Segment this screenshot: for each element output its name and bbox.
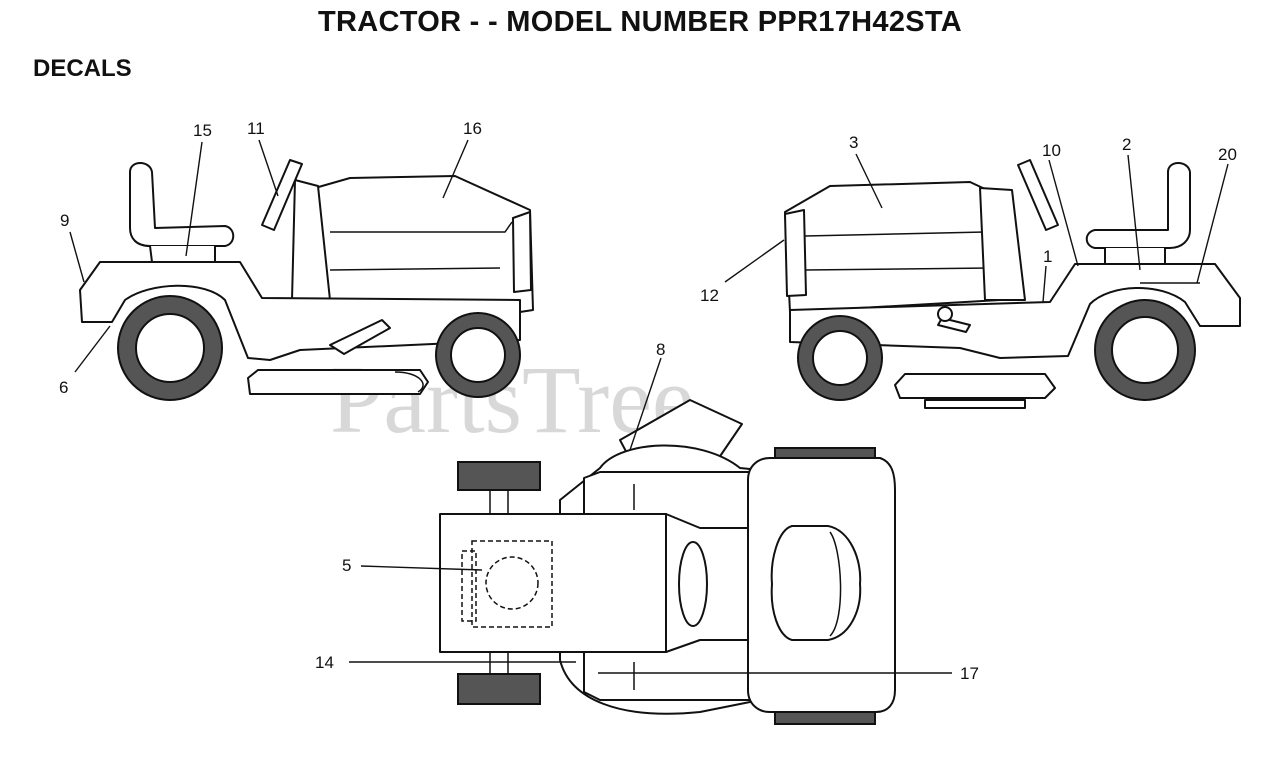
callout-3: 3 [849,133,858,152]
hood-right [784,181,1001,313]
callout-labels: 9 6 15 11 16 3 12 10 1 2 20 8 5 14 17 [59,119,1237,683]
pedal-left [329,319,391,355]
decal-area-hood [471,540,553,628]
tractor-left-side-view [79,159,534,401]
body-right [789,263,1241,359]
section-heading: DECALS [33,55,132,82]
seat-left [129,162,235,247]
hood-left [314,175,534,313]
callout-9: 9 [60,211,69,230]
callout-11: 11 [247,119,265,138]
seat-right [1085,162,1191,249]
callout-10: 10 [1042,141,1061,160]
callout-2: 2 [1122,135,1131,154]
steering-wheel-left [261,159,303,231]
steering-wheel-top [678,541,708,627]
dash-right [979,187,1026,301]
tractor-right-side-view [784,159,1241,409]
steering-wheel-right [1017,159,1059,231]
front-wheel-top-lower [457,673,541,705]
body-left [79,261,521,361]
callout-8: 8 [656,340,665,359]
hood-top [439,513,667,653]
callout-16: 16 [463,119,482,138]
callout-5: 5 [342,556,351,575]
mower-deck-left [247,369,429,395]
callout-20: 20 [1218,145,1237,164]
callout-12: 12 [700,286,719,305]
leader-lines [69,139,1229,674]
callout-17: 17 [960,664,979,683]
callout-1: 1 [1043,247,1052,266]
tractor-top-view [439,399,896,725]
front-wheel-top-upper [457,461,541,491]
mower-deck-right [894,373,1056,399]
page-title: TRACTOR - - MODEL NUMBER PPR17H42STA [317,6,963,38]
decal-circle-hood [485,556,539,610]
seat-top [770,525,862,641]
callout-6: 6 [59,378,68,397]
callout-14: 14 [315,653,334,672]
callout-15: 15 [193,121,212,140]
